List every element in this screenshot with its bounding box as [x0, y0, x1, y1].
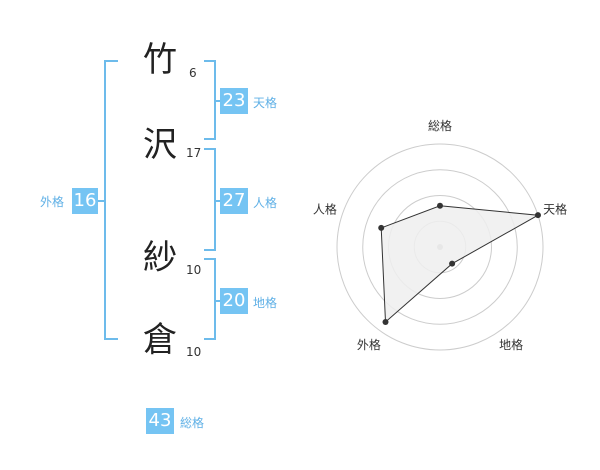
- radar-point-5: [378, 224, 385, 231]
- jinkaku-bracket: [204, 148, 216, 251]
- radar-grid-ring: [336, 143, 544, 351]
- stroke-count-2: 17: [186, 146, 202, 160]
- chikaku-label: 地格: [253, 296, 278, 310]
- name-char-4: 倉: [143, 320, 177, 360]
- gaikaku-value: 16: [72, 188, 98, 214]
- tenkaku-bracket-tick: [215, 100, 221, 102]
- chikaku-value: 20: [220, 288, 248, 314]
- gaikaku-label: 外格: [40, 195, 65, 209]
- radar-point-2: [534, 212, 541, 219]
- radar-point-3: [449, 260, 456, 267]
- jinkaku-bracket-tick: [215, 200, 221, 202]
- stroke-count-1: 6: [189, 66, 197, 80]
- chikaku-bracket: [204, 258, 216, 340]
- radar-series-polygon: [380, 205, 540, 324]
- jinkaku-value: 27: [220, 188, 248, 214]
- tenkaku-label: 天格: [253, 96, 278, 110]
- name-char-3: 紗: [143, 238, 177, 278]
- tenkaku-value: 23: [220, 88, 248, 114]
- soukaku-value: 43: [146, 408, 174, 434]
- radar-shape: [380, 205, 540, 324]
- name-char-2: 沢: [143, 125, 177, 165]
- radar-axis-label-4: 外格: [357, 337, 381, 352]
- radar-axis-label-3: 地格: [499, 337, 523, 352]
- soukaku-label: 総格: [180, 416, 205, 430]
- gaikaku-bracket-tick: [96, 200, 106, 202]
- radar-axis-label-2: 天格: [543, 202, 567, 217]
- stroke-count-4: 10: [186, 345, 202, 359]
- radar-points: [378, 202, 541, 325]
- stroke-count-3: 10: [186, 263, 202, 277]
- radar-axis-label-1: 総格: [428, 118, 452, 133]
- radar-grid-ring: [362, 169, 518, 325]
- chikaku-bracket-tick: [215, 300, 221, 302]
- name-char-1: 竹: [143, 40, 177, 80]
- radar-point-1: [437, 202, 443, 209]
- jinkaku-label: 人格: [253, 196, 278, 210]
- radar-point-4: [382, 318, 389, 325]
- radar-axis-label-5: 人格: [313, 202, 337, 217]
